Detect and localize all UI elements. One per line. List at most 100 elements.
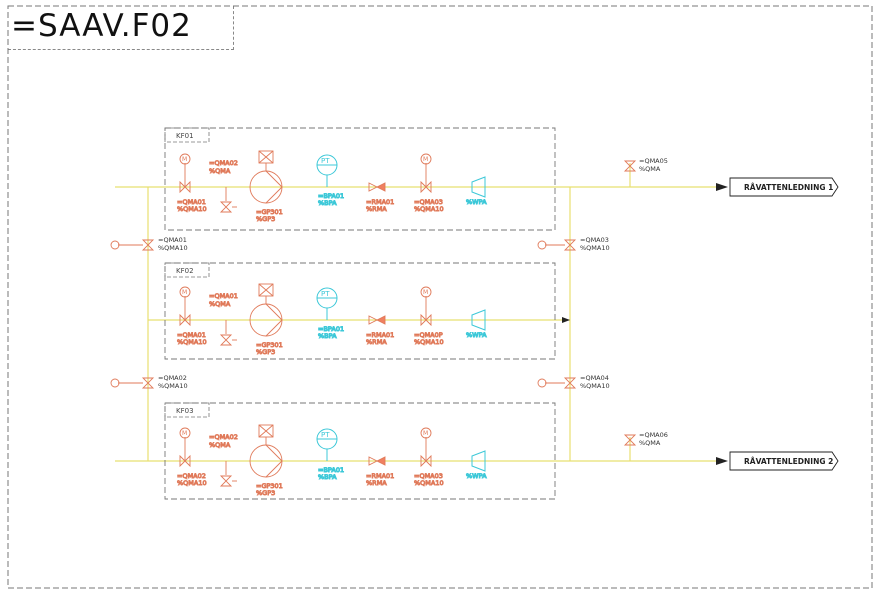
bypass-valve-label: =QMA02 xyxy=(209,159,238,167)
motor-valve-outlet-label: =QMA03 xyxy=(414,472,443,480)
header-valve-right-2-code: %QMA10 xyxy=(580,382,610,390)
drain-valve-2-code: %QMA xyxy=(639,439,661,447)
block-tag-frame xyxy=(164,262,210,278)
block-frame xyxy=(164,262,556,360)
pressure-transmitter-code: %BPA xyxy=(318,332,337,340)
output-flag-1 xyxy=(729,177,839,197)
motor-valve-inlet[interactable]: M =QMA01%QMA10 xyxy=(177,286,207,346)
drawing-title: =SAAV.F02 xyxy=(11,8,192,44)
flow-meter-code: %WPA xyxy=(466,198,487,206)
header-valve-right-1-label: =QMA03 xyxy=(580,236,609,244)
pump-code: %GP3 xyxy=(256,348,275,356)
check-valve-label: =RMA01 xyxy=(366,198,394,206)
motor-icon: M xyxy=(423,430,428,437)
header-valve-left-2[interactable]: =QMA02 %QMA10 xyxy=(110,374,188,390)
drain-valve-1-label: =QMA05 xyxy=(639,157,668,165)
pump-label: =GP301 xyxy=(256,208,283,216)
drain-valve-1[interactable]: =QMA05 %QMA xyxy=(623,157,668,173)
motor-icon: M xyxy=(423,156,428,163)
pump-block-1: KF01M=QMA01%QMA10=QMA02%QMA=GP301%GP3PT=… xyxy=(164,127,556,231)
pump[interactable]: =GP301%GP3 xyxy=(249,283,283,356)
bypass-valve[interactable]: =QMA02%QMA xyxy=(209,159,238,213)
pump-label: =GP301 xyxy=(256,482,283,490)
pump[interactable]: =GP301%GP3 xyxy=(249,424,283,497)
motor-valve-inlet-code: %QMA10 xyxy=(177,205,207,213)
bypass-valve-code: %QMA xyxy=(209,441,231,449)
check-valve[interactable]: =RMA01%RMA xyxy=(366,182,395,213)
pressure-transmitter-label: =BPA01 xyxy=(318,466,344,474)
bypass-valve-label: =QMA01 xyxy=(209,292,238,300)
check-valve-code: %RMA xyxy=(366,205,387,213)
block-frame xyxy=(164,402,556,500)
block-tag-frame xyxy=(164,127,210,143)
block-name: KF03 xyxy=(176,407,194,415)
output-connector-1[interactable]: RÅVATTENLEDNING 1 xyxy=(716,177,839,197)
block-name: KF01 xyxy=(176,132,194,140)
bypass-valve-label: =QMA02 xyxy=(209,433,238,441)
bypass-valve[interactable]: =QMA01%QMA xyxy=(209,292,238,346)
pump-code: %GP3 xyxy=(256,489,275,497)
header-valve-right-2-label: =QMA04 xyxy=(580,374,609,382)
bypass-valve-code: %QMA xyxy=(209,167,231,175)
pressure-transmitter[interactable]: PT=BPA01%BPA xyxy=(316,428,345,482)
bypass-valve-code: %QMA xyxy=(209,300,231,308)
drain-valve-2[interactable]: =QMA06 %QMA xyxy=(623,431,668,447)
drain-valve-1-code: %QMA xyxy=(639,165,661,173)
pressure-transmitter-code: %BPA xyxy=(318,199,337,207)
pump-label: =GP301 xyxy=(256,341,283,349)
motor-valve-inlet-label: =QMA01 xyxy=(177,331,206,339)
block-name: KF02 xyxy=(176,267,194,275)
flow-meter[interactable]: %WPA xyxy=(466,450,488,481)
check-valve[interactable]: =RMA01%RMA xyxy=(366,315,395,346)
motor-valve-inlet-code: %QMA10 xyxy=(177,479,207,487)
sensor-tag: PT xyxy=(321,157,330,165)
motor-icon: M xyxy=(182,289,187,296)
motor-valve-outlet-label: =QMA03 xyxy=(414,198,443,206)
pressure-transmitter[interactable]: PT =BPA01%BPA xyxy=(316,287,345,341)
flow-meter[interactable]: %WPA xyxy=(466,176,488,207)
motor-valve-outlet-label: =QMA0P xyxy=(414,331,443,339)
motor-icon: M xyxy=(182,430,187,437)
header-valve-left-1-label: =QMA01 xyxy=(158,236,187,244)
header-valve-right-2[interactable]: =QMA04 %QMA10 xyxy=(537,374,610,390)
header-valve-left-1[interactable]: =QMA01 %QMA10 xyxy=(110,236,188,252)
check-valve[interactable]: =RMA01%RMA xyxy=(366,456,395,487)
sensor-tag: PT xyxy=(321,290,330,298)
check-valve-label: =RMA01 xyxy=(366,331,394,339)
header-valve-right-1[interactable]: =QMA03 %QMA10 xyxy=(537,236,610,252)
motor-valve-outlet-code: %QMA10 xyxy=(414,338,444,346)
pressure-transmitter[interactable]: PT =BPA01%BPA xyxy=(316,154,345,208)
bypass-valve[interactable]: =QMA02%QMA xyxy=(209,433,238,487)
drawing-frame xyxy=(7,5,873,589)
header-valve-left-1-code: %QMA10 xyxy=(158,244,188,252)
header-valve-right-1-code: %QMA10 xyxy=(580,244,610,252)
header-valve-left-2-code: %QMA10 xyxy=(158,382,188,390)
motor-valve-outlet-code: %QMA10 xyxy=(414,205,444,213)
motor-icon: M xyxy=(423,289,428,296)
motor-valve-inlet-label: =QMA01 xyxy=(177,198,206,206)
pressure-transmitter-label: =BPA01 xyxy=(318,325,344,333)
pressure-transmitter-label: =BPA01 xyxy=(318,192,344,200)
flow-meter-code: %WPA xyxy=(466,331,487,339)
output-connector-2[interactable]: RÅVATTENLEDNING 2 xyxy=(716,451,839,471)
motor-valve-outlet-code: %QMA10 xyxy=(414,479,444,487)
flow-meter[interactable]: %WPA xyxy=(466,309,488,340)
motor-valve-outlet[interactable]: M =QMA0P%QMA10 xyxy=(414,286,444,346)
block-frame xyxy=(164,127,556,231)
flow-meter-code: %WPA xyxy=(466,472,487,480)
motor-valve-inlet-code: %QMA10 xyxy=(177,338,207,346)
motor-valve-outlet[interactable]: M =QMA03%QMA10 xyxy=(414,153,444,213)
motor-valve-inlet[interactable]: M=QMA01%QMA10 xyxy=(177,153,207,213)
motor-valve-inlet[interactable]: M=QMA02%QMA10 xyxy=(177,427,207,487)
output-flag-2 xyxy=(729,451,839,471)
pump-code: %GP3 xyxy=(256,215,275,223)
output-label-1: RÅVATTENLEDNING 1 xyxy=(744,183,833,192)
pump-block-3: KF03M=QMA02%QMA10=QMA02%QMA=GP301%GP3PT=… xyxy=(164,402,556,500)
process-pipes xyxy=(115,163,725,462)
header-valve-left-2-label: =QMA02 xyxy=(158,374,187,382)
pump[interactable]: =GP301%GP3 xyxy=(249,150,283,223)
check-valve-label: =RMA01 xyxy=(366,472,394,480)
motor-valve-outlet[interactable]: M =QMA03%QMA10 xyxy=(414,427,444,487)
output-arrow-1 xyxy=(716,183,728,191)
